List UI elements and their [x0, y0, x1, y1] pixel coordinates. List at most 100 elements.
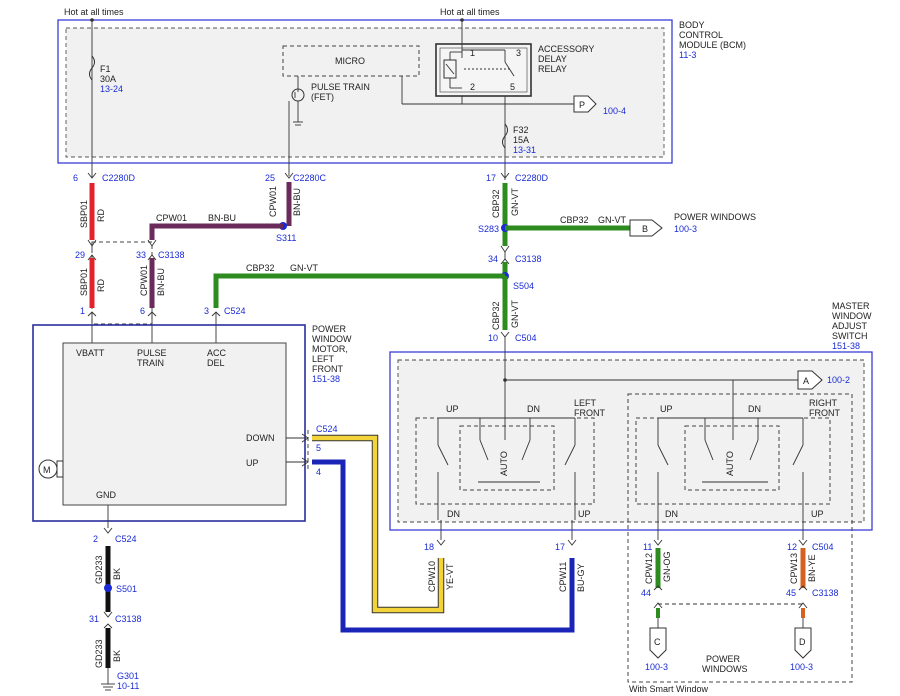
motor-name-4: LEFT	[312, 354, 335, 364]
left-front-switch-box	[415, 417, 595, 505]
motor-acc-1: ACC	[207, 348, 227, 358]
bcm-feed-node	[90, 18, 94, 22]
switch-name-3: ADJUST	[832, 321, 868, 331]
bcm-module-inner	[65, 27, 665, 158]
c2280c-name: C2280C	[293, 173, 327, 183]
left-dn-bottom: DN	[447, 509, 460, 519]
c3138-pin-29: 29	[75, 250, 85, 260]
motor-module-box	[32, 324, 306, 522]
c2280d-right-pin: 17	[486, 173, 496, 183]
c3138-gnd-name: C3138	[115, 614, 142, 624]
left-front-1: LEFT	[574, 398, 597, 408]
c524-out-name: C524	[316, 424, 338, 434]
motor-gnd: GND	[96, 490, 117, 500]
bcm-name-3: MODULE (BCM)	[679, 40, 746, 50]
c3138-bottom-name: C3138	[812, 588, 839, 598]
power-windows-bottom-2: WINDOWS	[702, 664, 748, 674]
accessory-relay-box	[435, 43, 532, 97]
c-connector-letter: C	[654, 637, 661, 647]
left-auto-label: AUTO	[499, 451, 509, 476]
hot-at-all-times-right: Hot at all times	[440, 7, 500, 17]
d-connector-ref: 100-3	[790, 662, 813, 672]
wire-cpw13-color: BN-YE	[807, 554, 817, 582]
splice-s504-label: S504	[513, 281, 534, 291]
pulse-train-fet-2: (FET)	[311, 92, 334, 102]
right-dn-label: DN	[748, 404, 761, 414]
right-up-label: UP	[660, 404, 673, 414]
c3138-pin-34: 34	[488, 254, 498, 264]
c-connector-arrow	[649, 627, 667, 659]
ground-ref: 10-11	[117, 681, 139, 691]
wire-cpw01-upper-color: BN-BU	[292, 188, 302, 216]
bcm-module-box	[57, 19, 673, 164]
c3138-gnd-pin: 31	[89, 614, 99, 624]
motor-m-label: M	[43, 465, 51, 475]
c2280d-right-name: C2280D	[515, 173, 549, 183]
c524-gnd-name: C524	[115, 534, 137, 544]
wire-cpw01-h-code: CPW01	[156, 213, 187, 223]
switch-module-box	[389, 351, 873, 531]
wire-cbp32-m-color: GN-VT	[290, 263, 319, 273]
splice-s501-label: S501	[116, 584, 137, 594]
c2280c-pin: 25	[265, 173, 275, 183]
c524-name-upper: C524	[224, 306, 246, 316]
wire-cpw12-color: GN-OG	[662, 552, 672, 583]
motor-ref: 151-38	[312, 374, 340, 384]
bcm-name-2: CONTROL	[679, 30, 723, 40]
motor-name-5: FRONT	[312, 364, 343, 374]
switch-name-4: SWITCH	[832, 331, 868, 341]
c-connector-ref: 100-3	[645, 662, 668, 672]
wire-cbp32-upper-color: GN-VT	[510, 188, 520, 217]
splice-s311-label: S311	[276, 233, 296, 243]
d-connector-letter: D	[799, 637, 806, 647]
c504-pin-12: 12	[787, 542, 797, 552]
wire-cpw10-color: YE-VT	[445, 563, 455, 590]
relay-pin-5: 5	[510, 82, 515, 92]
a-connector-letter: A	[803, 376, 809, 386]
fuse-f32-ref: 13-31	[513, 145, 536, 155]
b-connector-arrow	[629, 219, 663, 237]
switch-name-1: MASTER	[832, 301, 870, 311]
left-dn-label: DN	[527, 404, 540, 414]
wire-cpw01-lower-color: BN-BU	[156, 268, 166, 296]
wire-cpw10-code: CPW10	[427, 561, 437, 592]
c524-pin-1: 1	[80, 306, 85, 316]
wire-cpw11-code: CPW11	[558, 562, 568, 592]
fuse-f1-name: F1	[100, 64, 111, 74]
left-up-label: UP	[446, 404, 459, 414]
wire-gd233-lower-code: GD233	[94, 639, 104, 668]
c3138-name-right: C3138	[515, 254, 542, 264]
left-switch-lines	[437, 417, 576, 520]
motor-pulse-1: PULSE	[137, 348, 167, 358]
fuse-f32-rating: 15A	[513, 135, 529, 145]
fuse-f1-ref: 13-24	[100, 84, 123, 94]
relay-name-2: DELAY	[538, 54, 567, 64]
wire-cpw11-color: BU-GY	[576, 563, 586, 592]
wire-cbp32-upper-code: CBP32	[491, 189, 501, 218]
wire-cpw01-lower-code: CPW01	[139, 265, 149, 296]
switch-module-inner	[397, 359, 865, 523]
motor-pulse-2: TRAIN	[137, 358, 164, 368]
right-dn-bottom: DN	[665, 509, 678, 519]
wire-cbp32-b-color: GN-VT	[598, 215, 627, 225]
wire-gd233-lower-color: BK	[112, 650, 122, 662]
c504-pin-17: 17	[555, 542, 565, 552]
c504-pin-18: 18	[424, 542, 434, 552]
a-connector-ref: 100-2	[827, 375, 850, 385]
c2280d-left-pin: 6	[73, 173, 78, 183]
wire-cbp32-to-motor	[213, 273, 505, 308]
motor-vbatt: VBATT	[76, 348, 105, 358]
fuse-f1-symbol	[89, 55, 95, 81]
left-auto-box	[459, 425, 555, 491]
relay-name-1: ACCESSORY	[538, 44, 594, 54]
d-connector-arrow	[794, 627, 812, 659]
switch-ref: 151-38	[832, 341, 860, 351]
motor-module-inner	[62, 342, 287, 506]
c504-top-name: C504	[515, 333, 537, 343]
right-up-bottom: UP	[811, 509, 824, 519]
c524-pin-6: 6	[140, 306, 145, 316]
right-switch-lines	[657, 417, 804, 520]
c3138-pin-44: 44	[641, 588, 651, 598]
relay-name-3: RELAY	[538, 64, 567, 74]
